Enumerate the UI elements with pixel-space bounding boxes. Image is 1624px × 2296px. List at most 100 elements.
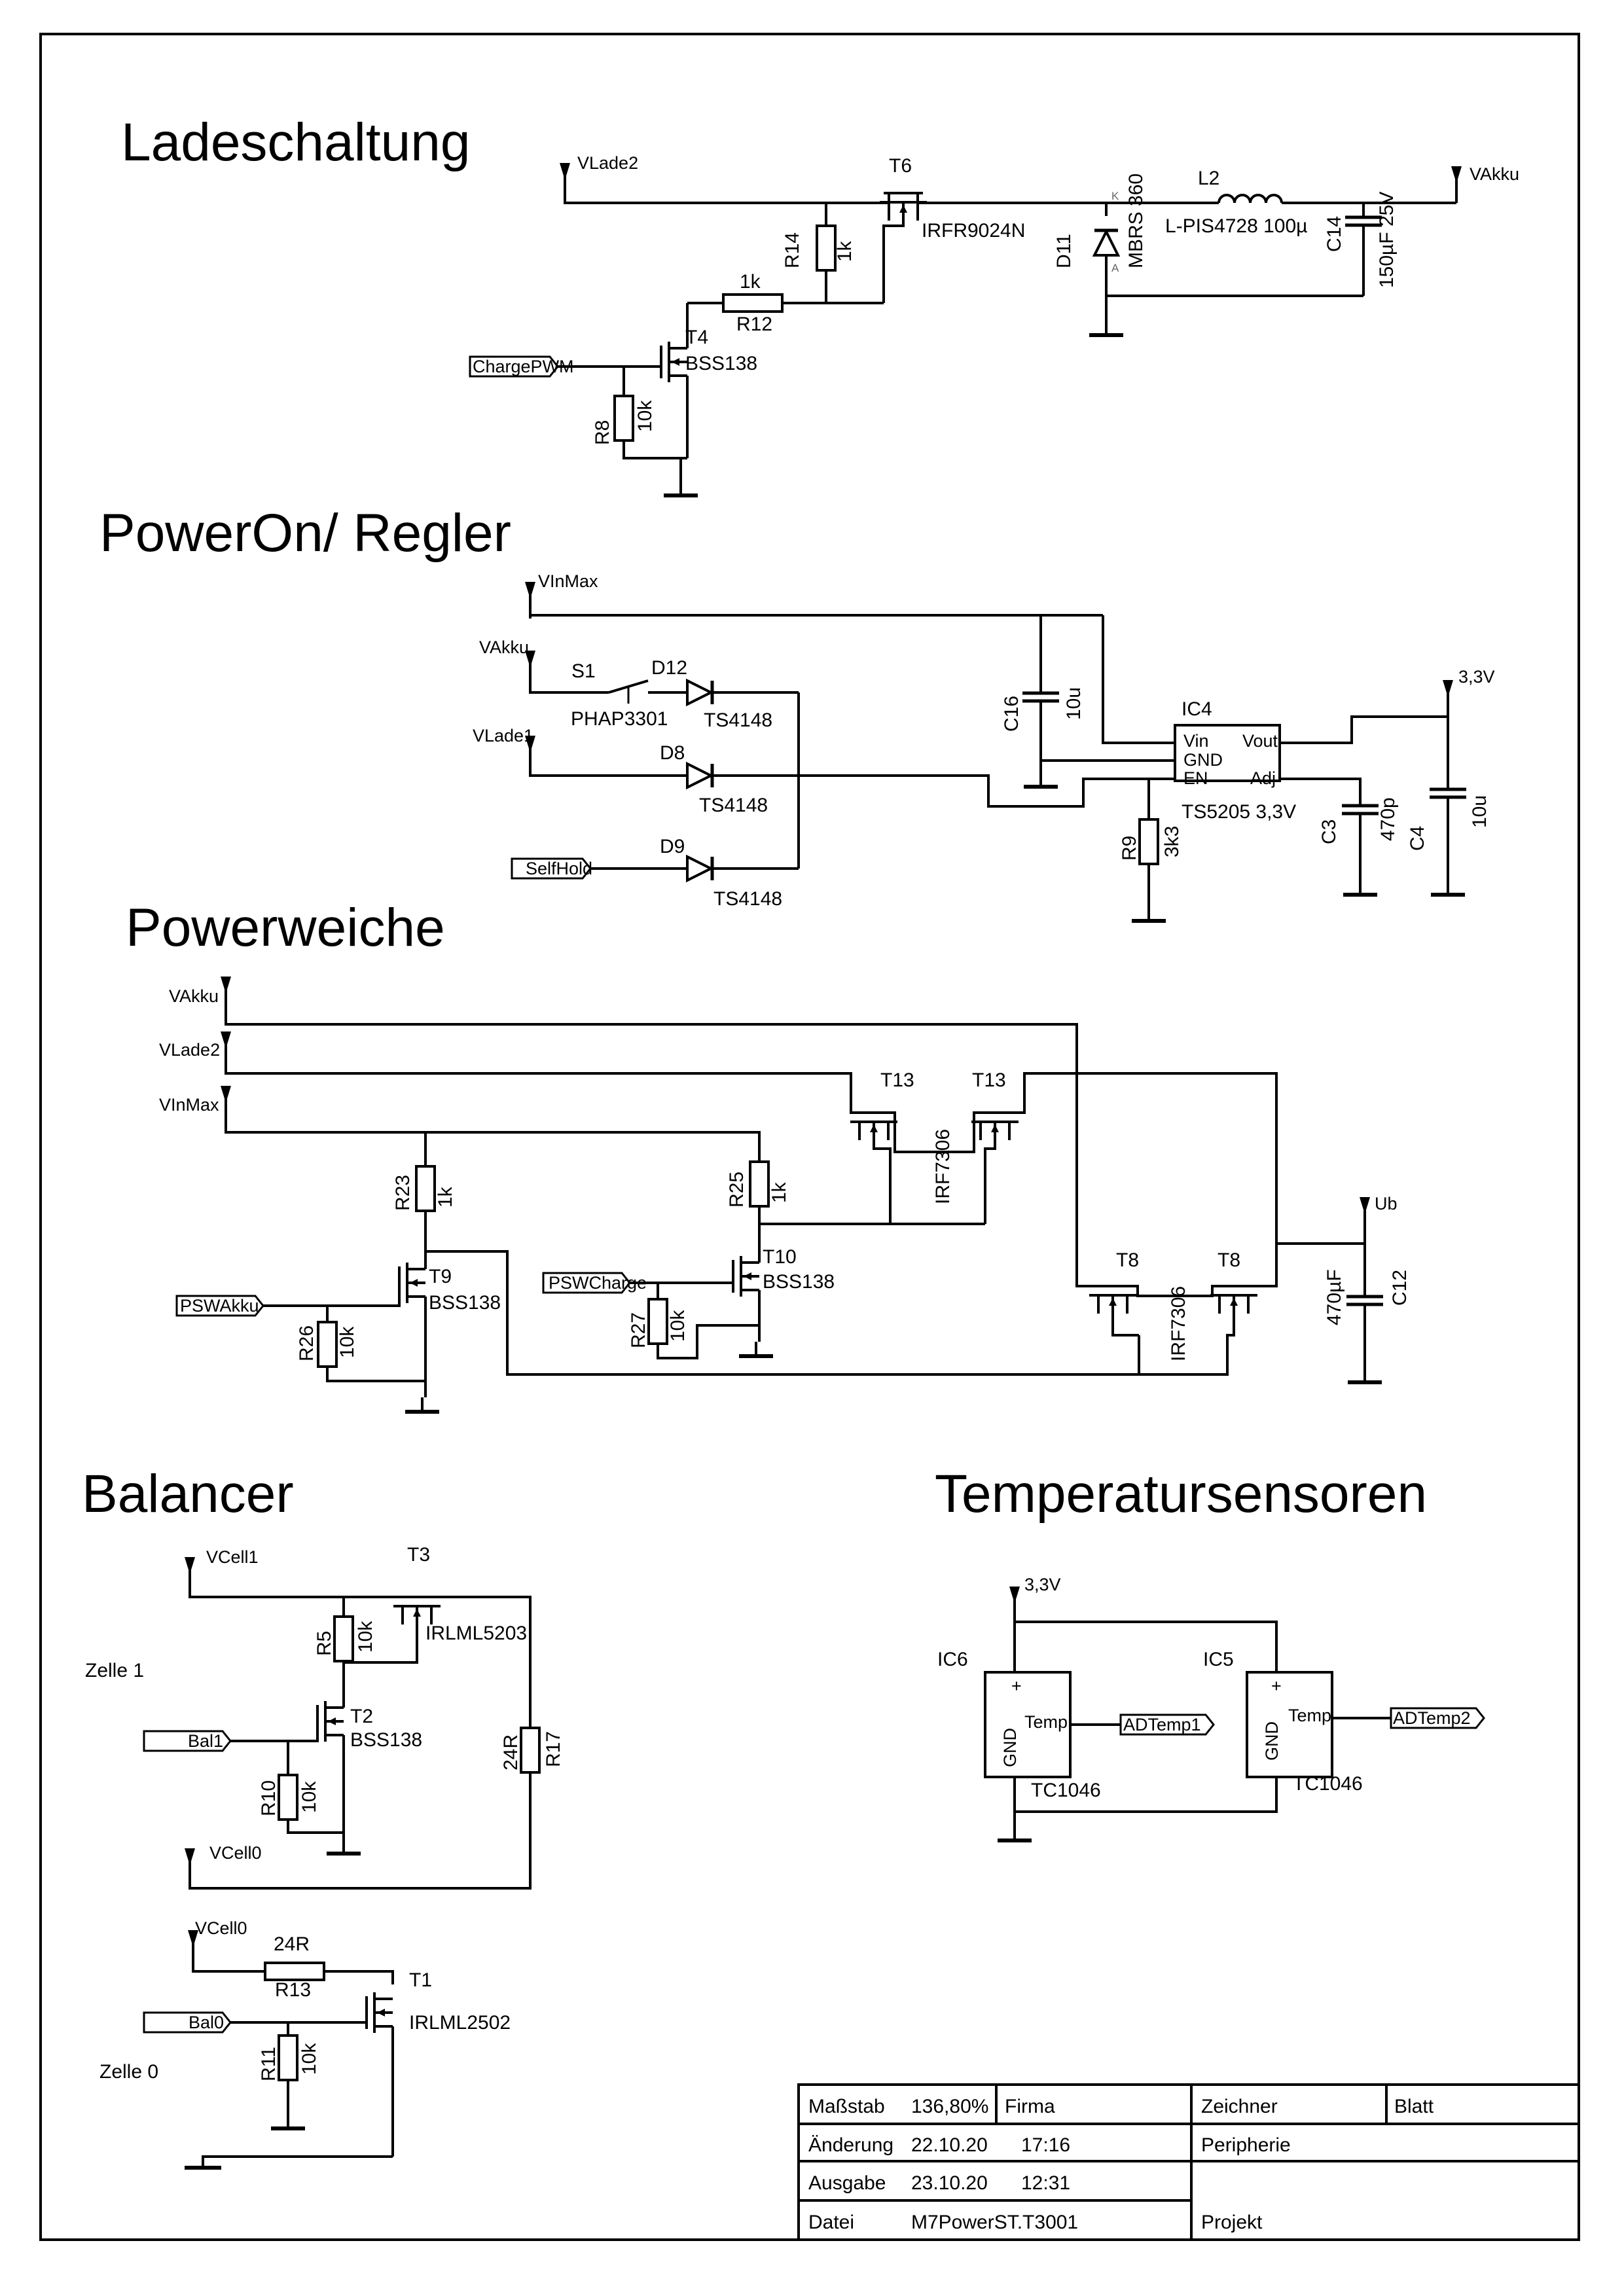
t4-ref: T4 — [685, 327, 708, 348]
d11-anode-label: A — [1111, 262, 1119, 274]
net-label-vinmax: VInMax — [538, 571, 598, 591]
tb-firma-label: Firma — [1005, 2096, 1055, 2117]
r11-value: 10k — [298, 2043, 320, 2075]
tb-massstab-label: Maßstab — [808, 2096, 885, 2117]
section-title-poweron: PowerOn/ Regler — [99, 503, 511, 563]
c14-value: 150µF 25V — [1376, 192, 1398, 288]
r25-ref: R25 — [726, 1172, 748, 1208]
net-label-vcell1: VCell1 — [206, 1547, 259, 1567]
r23-value: 1k — [435, 1186, 456, 1208]
d11-cathode-label: K — [1111, 190, 1119, 202]
port-bal0: Bal0 — [189, 2013, 224, 2032]
section-title-powerweiche: Powerweiche — [126, 898, 445, 958]
port-chargepwm: ChargePWM — [473, 357, 574, 376]
tb-projekt-label: Projekt — [1201, 2212, 1263, 2233]
poweron-circuit: VInMax C16 10u IC4 Vin GND EN Vout Adj T… — [473, 571, 1495, 921]
net-label-vcell0-2: VCell0 — [195, 1918, 247, 1938]
l2-value: L-PIS4728 100µ — [1165, 215, 1307, 237]
r10-value: 10k — [298, 1781, 320, 1813]
r26-ref: R26 — [296, 1325, 317, 1361]
net-label-vcell0: VCell0 — [209, 1843, 262, 1863]
port-adtemp2: ADTemp2 — [1393, 1708, 1471, 1728]
t10-ref: T10 — [763, 1246, 797, 1268]
d8-ref: D8 — [660, 742, 685, 764]
r10-ref: R10 — [258, 1780, 280, 1816]
ic5-pin-temp: Temp — [1288, 1706, 1331, 1725]
port-bal1: Bal1 — [188, 1731, 223, 1751]
r9-value: 3k3 — [1161, 826, 1183, 857]
r27-value: 10k — [667, 1310, 689, 1342]
r23-ref: R23 — [392, 1175, 414, 1211]
tb-ausgabe-date: 23.10.20 — [911, 2172, 988, 2194]
net-label-vakku-3: VAkku — [169, 986, 219, 1006]
c16-value: 10u — [1063, 687, 1085, 720]
powerweiche-circuit: VAkku VLade2 VInMax T13 T13 IRF7306 R23 … — [159, 975, 1411, 1412]
r13-ref: R13 — [275, 1979, 311, 2001]
d12-value: TS4148 — [704, 709, 772, 731]
net-label-vlade2: VLade2 — [577, 153, 638, 173]
d9-value: TS4148 — [713, 888, 782, 910]
t1-value: IRLML2502 — [409, 2012, 511, 2034]
d11-ref: D11 — [1053, 234, 1075, 268]
t13b-ref: T13 — [972, 1069, 1006, 1091]
ic5-value: TC1046 — [1293, 1773, 1363, 1795]
cell-label-zelle1: Zelle 1 — [85, 1660, 144, 1681]
r5-value: 10k — [355, 1621, 376, 1653]
ladeschaltung-circuit: VLade2 R14 1k T6 IRFR9024N 1k R12 T4 BSS… — [469, 153, 1519, 495]
d8-value: TS4148 — [699, 795, 768, 816]
t8b-ref: T8 — [1218, 1249, 1240, 1271]
c3-value: 470p — [1377, 797, 1399, 841]
net-label-3v3: 3,3V — [1458, 667, 1495, 687]
t3-ref: T3 — [407, 1544, 430, 1566]
ic4-pin-en: EN — [1183, 768, 1208, 788]
t8a-ref: T8 — [1116, 1249, 1139, 1271]
r14-ref: R14 — [782, 232, 803, 268]
ic4-pin-vout: Vout — [1242, 731, 1278, 751]
t9-value: BSS138 — [429, 1292, 501, 1314]
ic4-ref: IC4 — [1182, 698, 1212, 720]
section-title-ladeschaltung: Ladeschaltung — [121, 113, 470, 172]
net-label-vakku-2: VAkku — [479, 637, 529, 657]
l2-ref: L2 — [1198, 168, 1219, 189]
r5-ref: R5 — [314, 1631, 335, 1656]
t13-value: IRF7306 — [932, 1129, 954, 1204]
d12-ref: D12 — [651, 657, 687, 679]
title-block: Maßstab 136,80% Firma Zeichner Blatt Änd… — [797, 2083, 1580, 2241]
tb-datei-value: M7PowerST.T3001 — [911, 2212, 1078, 2233]
tb-aenderung-date: 22.10.20 — [911, 2134, 988, 2156]
net-label-vinmax-2: VInMax — [159, 1095, 219, 1115]
t2-value: BSS138 — [350, 1729, 422, 1751]
s1-value: PHAP3301 — [571, 708, 668, 730]
port-adtemp1: ADTemp1 — [1123, 1715, 1201, 1734]
r14-value: 1k — [834, 240, 856, 262]
t10-value: BSS138 — [763, 1271, 835, 1293]
net-label-vlade2-2: VLade2 — [159, 1040, 220, 1060]
t6-value: IRFR9024N — [922, 220, 1025, 242]
net-label-ub: Ub — [1375, 1194, 1398, 1213]
d11-value: MBRS 360 — [1125, 173, 1147, 268]
r8-ref: R8 — [592, 420, 613, 445]
port-selfhold: SelfHold — [526, 859, 592, 878]
r13-value: 24R — [274, 1933, 310, 1955]
c12-value: 470µF — [1324, 1269, 1345, 1325]
temperatursensoren-circuit: 3,3V + Temp GND IC6 TC1046 ADTemp1 + Tem… — [937, 1575, 1485, 1840]
c16-ref: C16 — [1001, 696, 1022, 732]
r26-value: 10k — [336, 1326, 358, 1358]
ic4-pin-adj: Adj — [1250, 768, 1276, 788]
r12-value: 1k — [740, 271, 761, 293]
t13a-ref: T13 — [880, 1069, 914, 1091]
net-label-vakku: VAkku — [1470, 164, 1519, 184]
ic6-pin-plus: + — [1011, 1676, 1022, 1696]
section-title-temperatursensoren: Temperatursensoren — [935, 1464, 1427, 1524]
tb-aenderung-time: 17:16 — [1021, 2134, 1070, 2156]
ic6-pin-temp: Temp — [1024, 1712, 1068, 1732]
d9-ref: D9 — [660, 836, 685, 857]
c4-ref: C4 — [1407, 826, 1428, 851]
c14-ref: C14 — [1324, 216, 1345, 252]
port-pswakku: PSWAkku — [180, 1296, 259, 1316]
c3-ref: C3 — [1318, 819, 1340, 844]
r12-ref: R12 — [736, 314, 772, 335]
tb-blatt-label: Blatt — [1394, 2096, 1434, 2117]
c4-value: 10u — [1469, 795, 1490, 828]
